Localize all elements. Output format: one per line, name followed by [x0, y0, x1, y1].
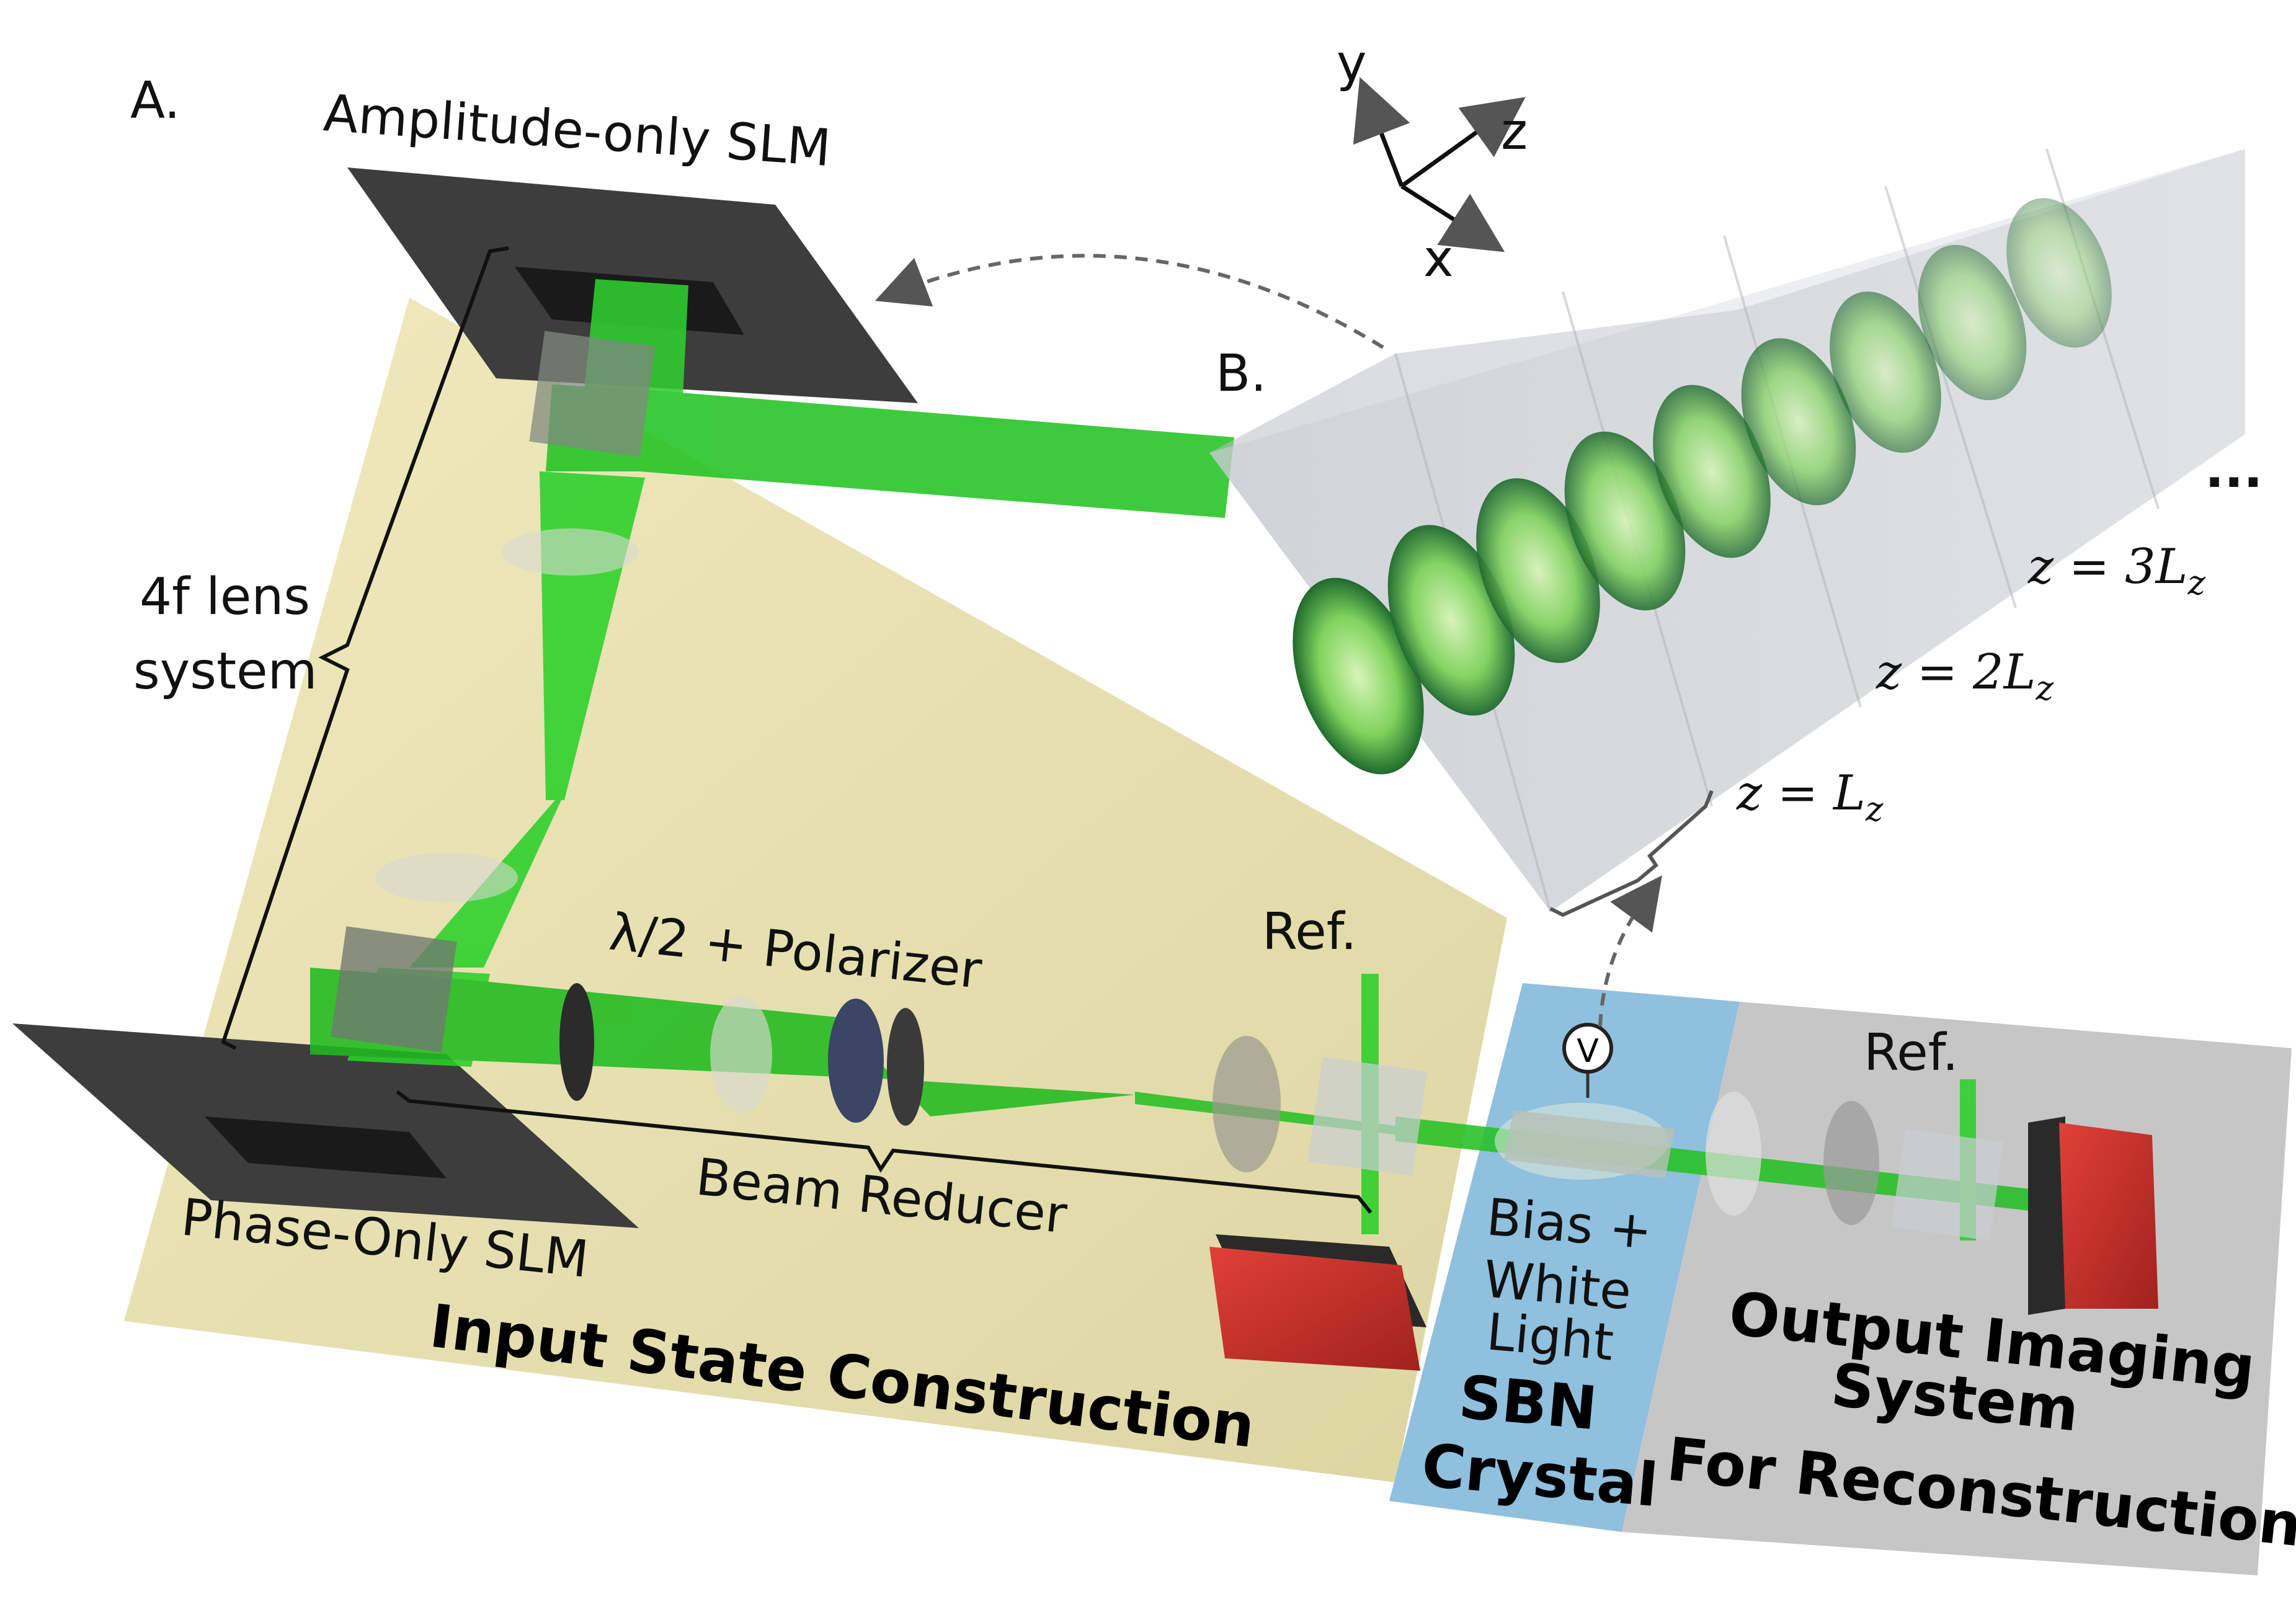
lens: [710, 995, 772, 1113]
beam-splitter: [1891, 1128, 2004, 1241]
lens: [887, 1008, 924, 1126]
camera: [1209, 1234, 1426, 1371]
ellipsis-label: ...: [2205, 440, 2263, 499]
panel-a-label: A.: [130, 71, 180, 130]
voltage-source: V: [1562, 1023, 1613, 1098]
camera: [2028, 1116, 2158, 1315]
voltage-label: V: [1577, 1033, 1599, 1070]
amplitude-slm-label: Amplitude-only SLM: [322, 84, 833, 178]
lens-system-label-line2: system: [133, 642, 317, 701]
ref-label-1: Ref.: [1262, 902, 1357, 961]
axis-x-label: x: [1423, 229, 1454, 288]
beam-splitter: [1307, 1056, 1428, 1177]
coordinate-axes: [1353, 77, 1526, 252]
bias-label-line3: Light: [1484, 1303, 1616, 1372]
ref-label-2: Ref.: [1864, 1023, 1959, 1082]
plane-label-z3: z = 3Lz: [2027, 539, 2205, 602]
polarizer: [828, 999, 884, 1123]
beam-splitter: [529, 331, 656, 457]
dashed-arrow-to-crystal: [1598, 875, 1662, 1027]
plane-label-z2: z = 2Lz: [1876, 644, 2053, 708]
bias-label-line2: White: [1481, 1250, 1634, 1321]
sbn-crystal: [1495, 1103, 1675, 1180]
beam-splitter: [331, 926, 457, 1053]
bias-label-line1: Bias +: [1484, 1188, 1654, 1261]
lens: [375, 853, 518, 902]
lens: [502, 528, 639, 576]
plane-label-z1: z = Lz: [1736, 765, 1884, 829]
beam-slices: [1293, 198, 2112, 775]
dashed-arrow-to-table: [874, 254, 1384, 349]
lens: [1213, 1036, 1281, 1172]
lens: [1706, 1092, 1761, 1216]
axis-y-label: y: [1337, 34, 1367, 93]
phase-slm-window: [205, 1116, 447, 1178]
crystal-length-brace: [1549, 790, 1714, 917]
lens: [1823, 1101, 1879, 1225]
lens-system-label-line1: 4f lens: [140, 568, 310, 626]
beam-reducer-brace: [396, 1090, 1373, 1214]
panel-b-label: B.: [1216, 344, 1266, 403]
lens-system-brace: [221, 246, 509, 1050]
sbn-label-line1: SBN: [1456, 1362, 1600, 1443]
lens: [559, 983, 594, 1101]
axis-z-label: z: [1501, 102, 1528, 161]
